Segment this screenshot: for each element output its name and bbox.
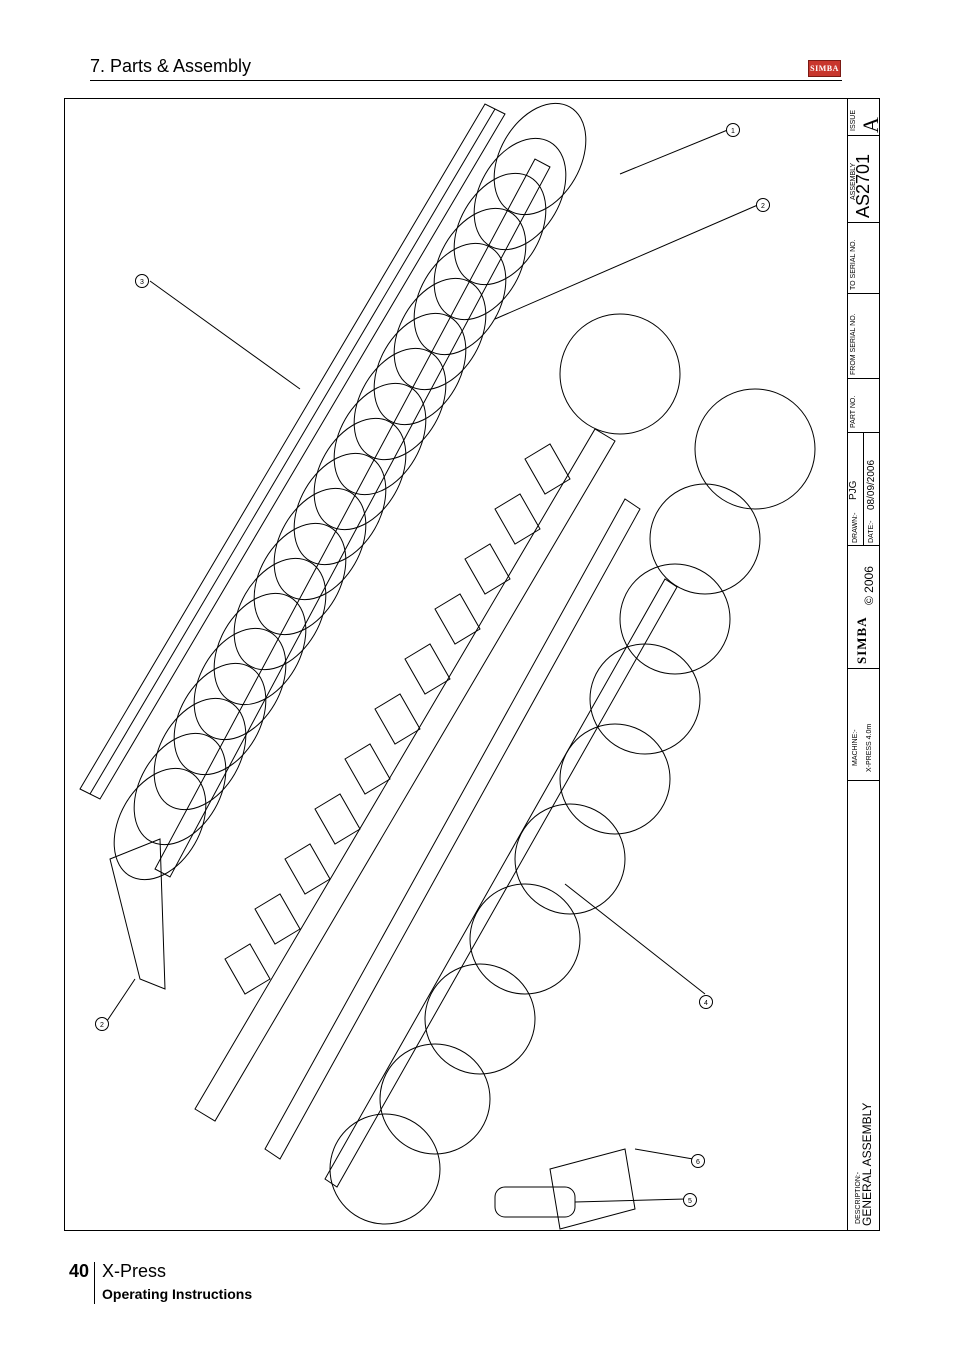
- date-value: 08/09/2006: [866, 459, 877, 510]
- tb-sep-brand: [848, 668, 879, 669]
- tb-sep-issue: [848, 135, 879, 136]
- tb-vsep-drawn: [863, 432, 864, 545]
- title-block-divider: [847, 98, 848, 1231]
- svg-text:2: 2: [100, 1022, 104, 1029]
- product-name: X-Press: [102, 1261, 167, 1281]
- svg-text:2: 2: [761, 203, 765, 210]
- drawn-label: DRAWN:-: [852, 512, 859, 543]
- simba-logo: SIMBA: [808, 60, 841, 77]
- issue-label: ISSUE: [850, 109, 857, 131]
- date-label: DATE:-: [868, 520, 875, 543]
- assembly-value: AS2701: [853, 153, 873, 218]
- copyright: © 2006: [862, 566, 876, 605]
- part-no-label: PART NO.: [850, 395, 857, 428]
- machine-value: X-PRESS 4.0m: [866, 723, 873, 772]
- footer-subtitle: Operating Instructions: [102, 1286, 253, 1302]
- callout-4: 4: [699, 995, 713, 1009]
- tb-sep-drawn: [848, 545, 879, 546]
- callout-2-right: 2: [756, 198, 770, 212]
- drawing-frame: [64, 98, 880, 1231]
- assembly-drawing: [79, 102, 816, 1230]
- drawn-value: PJG: [848, 480, 859, 500]
- issue-value: A: [858, 117, 883, 133]
- to-serial-label: TO SERIAL NO.: [850, 239, 857, 290]
- tb-sep-to: [848, 293, 879, 294]
- footer-rule: [94, 1262, 95, 1304]
- header-rule: [90, 80, 842, 81]
- tb-sep-machine: [848, 780, 879, 781]
- svg-text:4: 4: [704, 1000, 708, 1007]
- tb-sep-assembly: [848, 222, 879, 223]
- tb-sep-from: [848, 378, 879, 379]
- callout-6: 6: [691, 1154, 705, 1168]
- description-value: GENERAL ASSEMBLY: [860, 1102, 874, 1226]
- callout-3: 3: [135, 274, 149, 288]
- callout-2-left: 2: [95, 1017, 109, 1031]
- page-number: 40: [69, 1261, 90, 1281]
- svg-text:3: 3: [140, 279, 144, 286]
- svg-text:1: 1: [731, 128, 735, 135]
- section-title: 7. Parts & Assembly: [90, 56, 252, 76]
- machine-label: MACHINE:-: [852, 729, 859, 766]
- brand-mark: SIMBA: [854, 616, 869, 664]
- from-serial-label: FROM SERIAL NO.: [850, 313, 857, 375]
- svg-text:6: 6: [696, 1159, 700, 1166]
- svg-text:5: 5: [688, 1198, 692, 1205]
- callout-5: 5: [683, 1193, 697, 1207]
- callout-1: 1: [726, 123, 740, 137]
